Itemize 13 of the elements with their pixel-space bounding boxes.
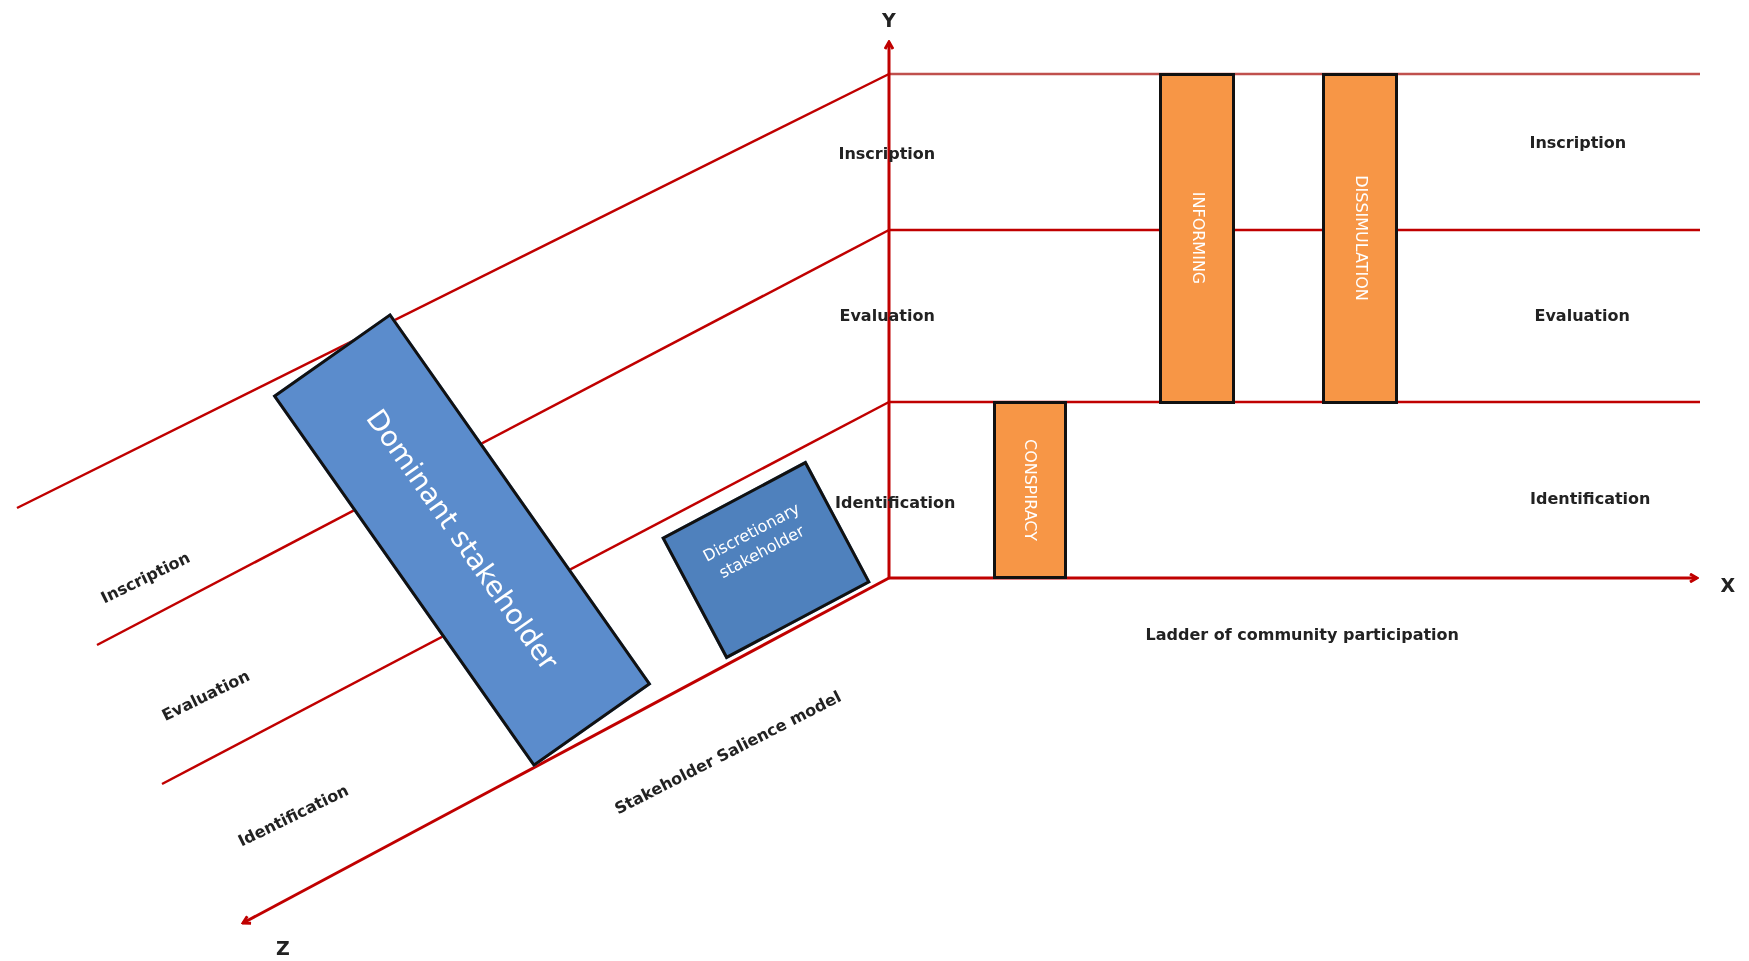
- ladder-bar: [993, 401, 1067, 579]
- axis-label: X: [1720, 574, 1736, 596]
- level-label: Evaluation: [1534, 305, 1630, 325]
- node-label: CONSPIRACY: [1020, 437, 1040, 544]
- ladder-bar: [1322, 72, 1398, 404]
- node-label: DISSIMULATION: [1350, 174, 1370, 303]
- ladder-bar: [1159, 72, 1235, 404]
- node-label: INFORMING: [1187, 190, 1207, 287]
- level-label: Inscription: [1529, 132, 1627, 152]
- level-label: Identification: [1530, 488, 1651, 508]
- axis-label: Y: [882, 9, 896, 31]
- axis-title: Ladder of community participation: [1145, 624, 1459, 644]
- axis-label: Z: [276, 937, 290, 959]
